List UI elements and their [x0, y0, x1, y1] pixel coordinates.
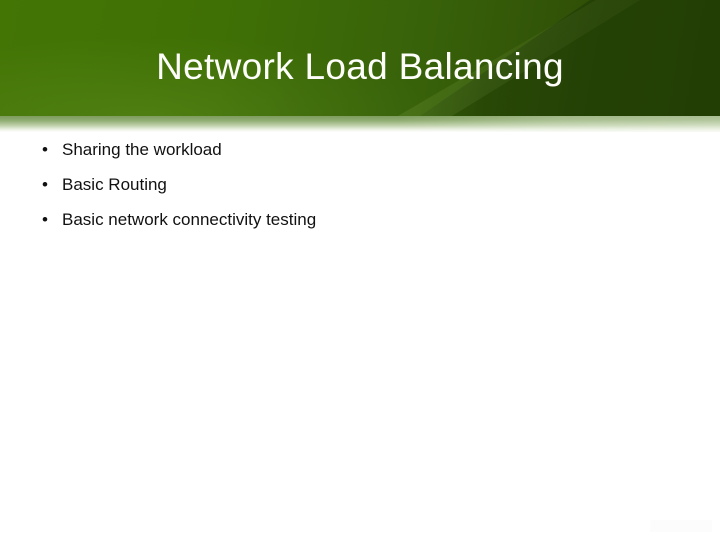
- banner-underline-band: [0, 116, 720, 132]
- list-item: • Sharing the workload: [38, 132, 316, 167]
- slide-title: Network Load Balancing: [156, 45, 564, 87]
- bullet-point-icon: •: [42, 140, 48, 159]
- bullet-point-icon: •: [42, 210, 48, 229]
- bullet-list: • Sharing the workload • Basic Routing •…: [38, 132, 316, 237]
- slide-body: • Sharing the workload • Basic Routing •…: [0, 132, 720, 540]
- list-item: • Basic network connectivity testing: [38, 202, 316, 237]
- title-banner: Network Load Balancing: [0, 0, 720, 116]
- bullet-item-label: Basic network connectivity testing: [62, 210, 317, 229]
- corner-artifact: [650, 520, 712, 532]
- list-item: • Basic Routing: [38, 167, 316, 202]
- banner-sheen: [0, 0, 720, 116]
- bullet-point-icon: •: [42, 175, 48, 194]
- bullet-item-label: Basic Routing: [62, 175, 167, 194]
- banner-underline-tint: [0, 116, 720, 132]
- bullet-item-label: Sharing the workload: [62, 140, 222, 159]
